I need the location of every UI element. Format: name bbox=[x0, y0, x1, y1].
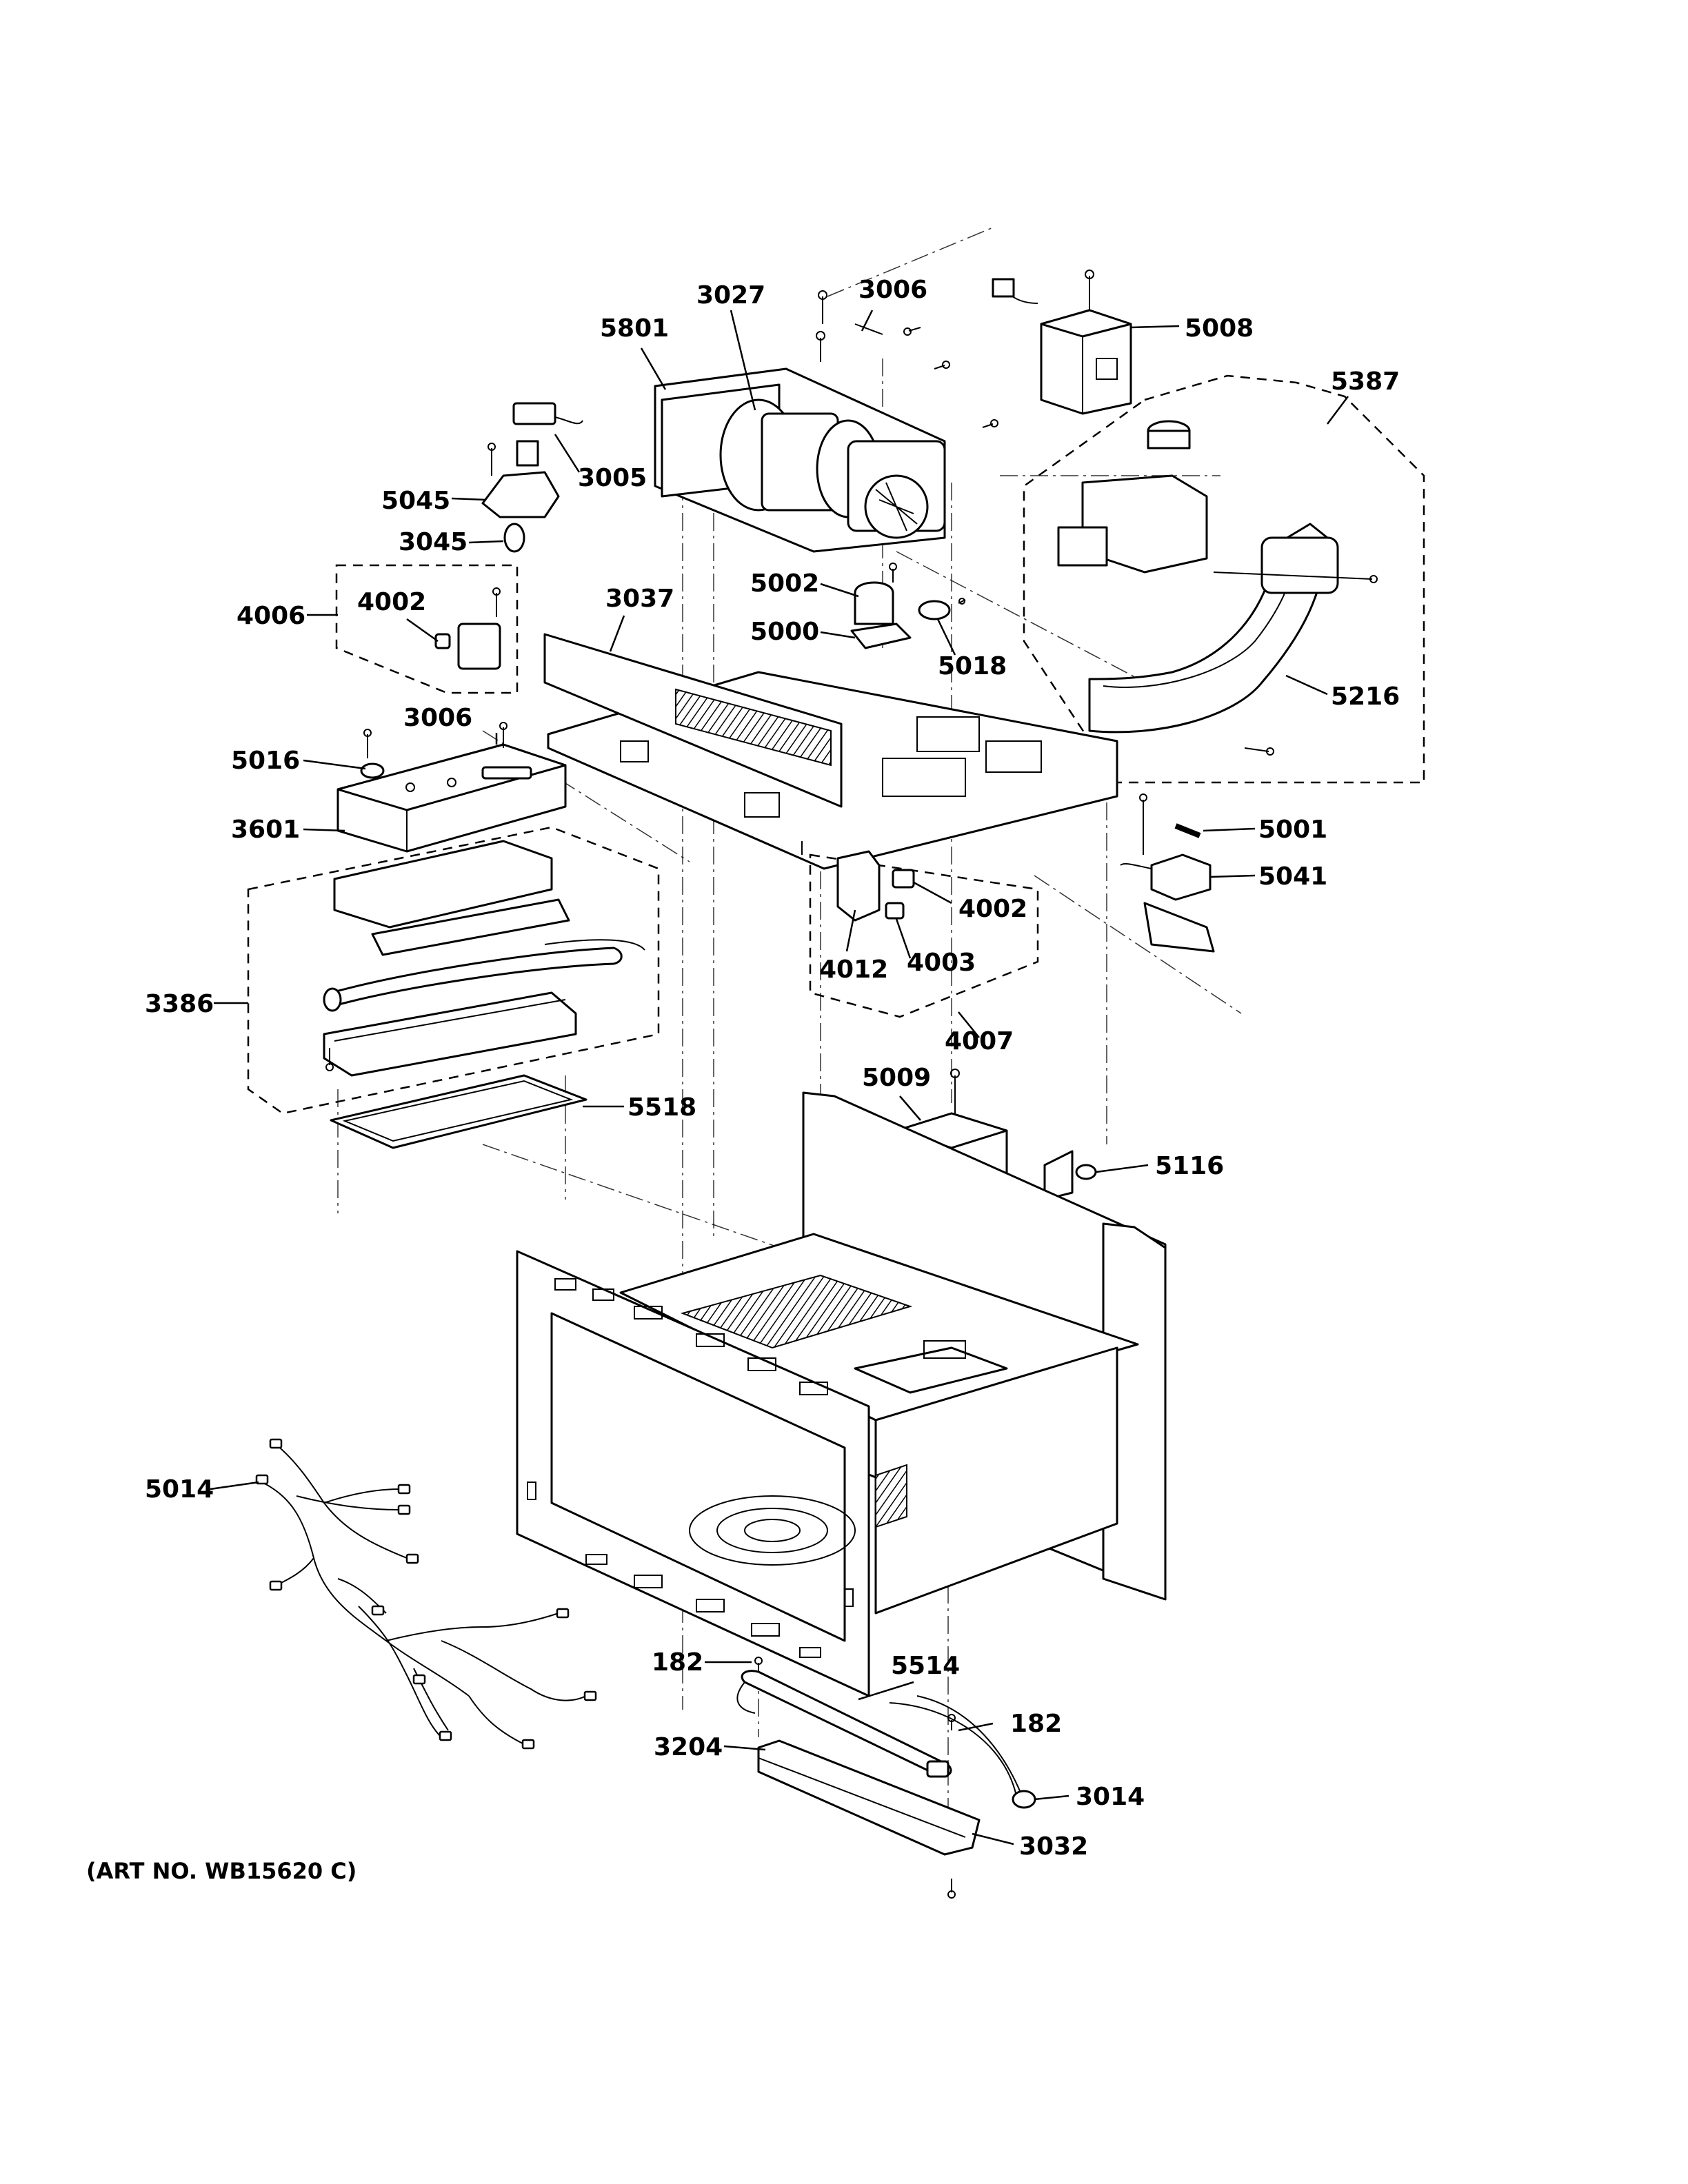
lamp-tray-assembly[interactable] bbox=[736, 1657, 1036, 1899]
leader-lines bbox=[210, 310, 1349, 1846]
label-182-right: 182 bbox=[1010, 1710, 1062, 1738]
bracket-5002-5000[interactable] bbox=[850, 581, 966, 649]
group-3386-outline bbox=[247, 826, 660, 1115]
lamp-socket-5045[interactable] bbox=[481, 402, 583, 553]
top-plate-assembly[interactable] bbox=[543, 633, 1118, 870]
label-3014: 3014 bbox=[1076, 1783, 1145, 1811]
label-4012: 4012 bbox=[819, 956, 888, 984]
label-3045: 3045 bbox=[399, 528, 468, 556]
heater-cover-3601[interactable] bbox=[336, 722, 567, 853]
label-3005: 3005 bbox=[578, 464, 647, 492]
label-5041: 5041 bbox=[1258, 862, 1327, 891]
label-5518: 5518 bbox=[627, 1093, 696, 1122]
label-5387: 5387 bbox=[1331, 367, 1400, 396]
part-labels: 5801 3027 3006 5008 5387 3005 5045 3045 … bbox=[86, 276, 1400, 1884]
label-3204: 3204 bbox=[654, 1733, 723, 1761]
label-4006: 4006 bbox=[237, 602, 305, 630]
label-5116: 5116 bbox=[1155, 1152, 1224, 1180]
label-182-left: 182 bbox=[652, 1648, 703, 1677]
label-4003: 4003 bbox=[907, 949, 976, 977]
label-3006-top: 3006 bbox=[858, 276, 927, 304]
label-5514: 5514 bbox=[891, 1652, 960, 1680]
label-3386: 3386 bbox=[145, 990, 214, 1018]
label-3032: 3032 bbox=[1019, 1832, 1088, 1861]
label-4002-right: 4002 bbox=[958, 895, 1027, 923]
group-5387-outline bbox=[1023, 374, 1425, 784]
label-5018: 5018 bbox=[938, 652, 1007, 680]
duct-assembly-5216[interactable] bbox=[1057, 420, 1378, 756]
label-4007: 4007 bbox=[945, 1027, 1014, 1055]
art-number: (ART NO. WB15620 C) bbox=[86, 1858, 356, 1884]
label-5001: 5001 bbox=[1258, 816, 1327, 844]
group-4006-outline bbox=[335, 564, 519, 694]
label-4002-top: 4002 bbox=[357, 588, 426, 616]
screw-set-top bbox=[816, 290, 998, 583]
label-5009: 5009 bbox=[862, 1064, 931, 1092]
transformer-5008[interactable] bbox=[992, 270, 1132, 415]
group-4007-outline bbox=[809, 853, 1039, 1018]
label-5216: 5216 bbox=[1331, 682, 1400, 711]
thermal-switch-5041[interactable] bbox=[1120, 793, 1215, 953]
label-5002: 5002 bbox=[750, 569, 819, 598]
gasket-5518[interactable] bbox=[330, 1074, 587, 1149]
label-5016: 5016 bbox=[231, 747, 300, 775]
label-5045: 5045 bbox=[381, 487, 450, 515]
blower-bracket-assembly[interactable] bbox=[654, 367, 946, 553]
label-3027: 3027 bbox=[696, 281, 765, 310]
label-3006-mid: 3006 bbox=[403, 704, 472, 732]
bracket-5116[interactable] bbox=[1043, 1150, 1097, 1201]
label-3601: 3601 bbox=[231, 816, 300, 844]
label-5008: 5008 bbox=[1185, 314, 1254, 343]
label-3037: 3037 bbox=[605, 585, 674, 613]
interlock-switch-assembly-4012[interactable] bbox=[836, 850, 915, 922]
switch-4002-top[interactable] bbox=[434, 587, 501, 670]
label-5000: 5000 bbox=[750, 618, 819, 646]
label-5014: 5014 bbox=[145, 1475, 214, 1504]
wire-harness-5014[interactable] bbox=[255, 1438, 597, 1750]
heater-element-assembly-3386[interactable] bbox=[323, 840, 645, 1077]
oven-cavity-assembly[interactable] bbox=[516, 1091, 1167, 1697]
label-5801: 5801 bbox=[600, 314, 669, 343]
